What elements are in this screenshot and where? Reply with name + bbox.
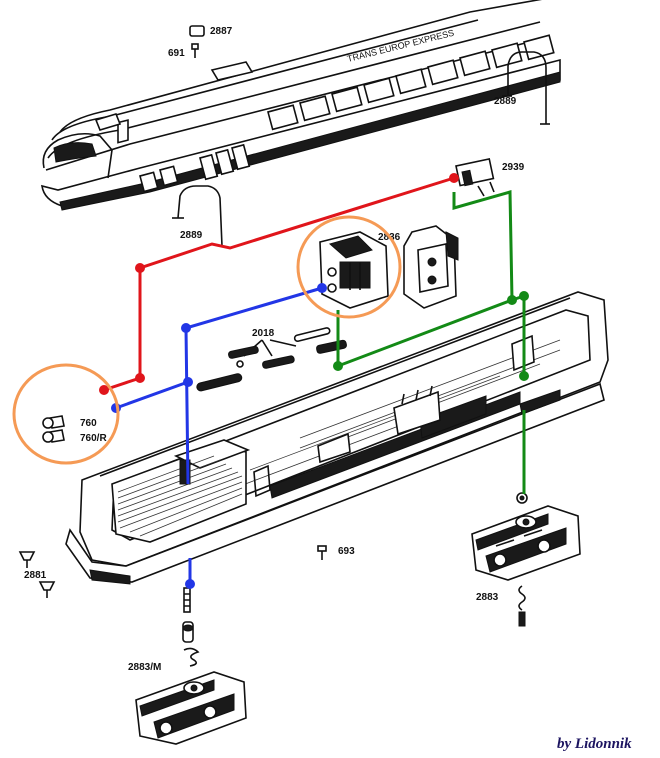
part-2887-cap: 2887 [189,25,233,37]
highlight-circle-lamps [12,363,120,465]
label-2883M: 2883/M [128,662,161,673]
label-2883: 2883 [476,592,499,603]
part-2836-motor: 2836 [319,225,459,309]
side-windows [139,34,555,193]
label-693: 693 [338,546,355,557]
train-body-shell: TRANS EUROP EXPRESS [41,0,561,211]
wire-red [99,173,459,395]
label-760R: 760/R [80,433,107,444]
part-760-lamps: 760 760/R [42,415,107,444]
highlight-circle-motor [296,215,402,319]
label-2018: 2018 [252,328,275,339]
part-2889-handrail-left: 2889 [172,185,223,247]
label-2889-left: 2889 [180,230,203,241]
part-2881-clip: 2881 [18,551,56,598]
part-2883-bogie: 2883 [471,492,581,627]
part-2939-connector: 2939 [455,157,525,197]
label-760: 760 [80,418,97,429]
chassis-frame [65,291,609,585]
part-691-screw: 691 [168,43,199,59]
label-2939: 2939 [502,162,525,173]
part-2889-handrail-right: 2889 [494,51,550,125]
part-2883M-bogie: 2883/M [128,587,247,745]
part-693-screw: 693 [317,545,355,560]
label-2889-right: 2889 [494,96,517,107]
label-691: 691 [168,48,185,59]
label-2887: 2887 [210,26,233,37]
wire-green [333,190,529,494]
weight-hatching [117,455,243,537]
label-2881: 2881 [24,570,47,581]
part-2018-brushes: 2018 [196,327,347,392]
credit-text: by Lidonnik [557,736,632,752]
